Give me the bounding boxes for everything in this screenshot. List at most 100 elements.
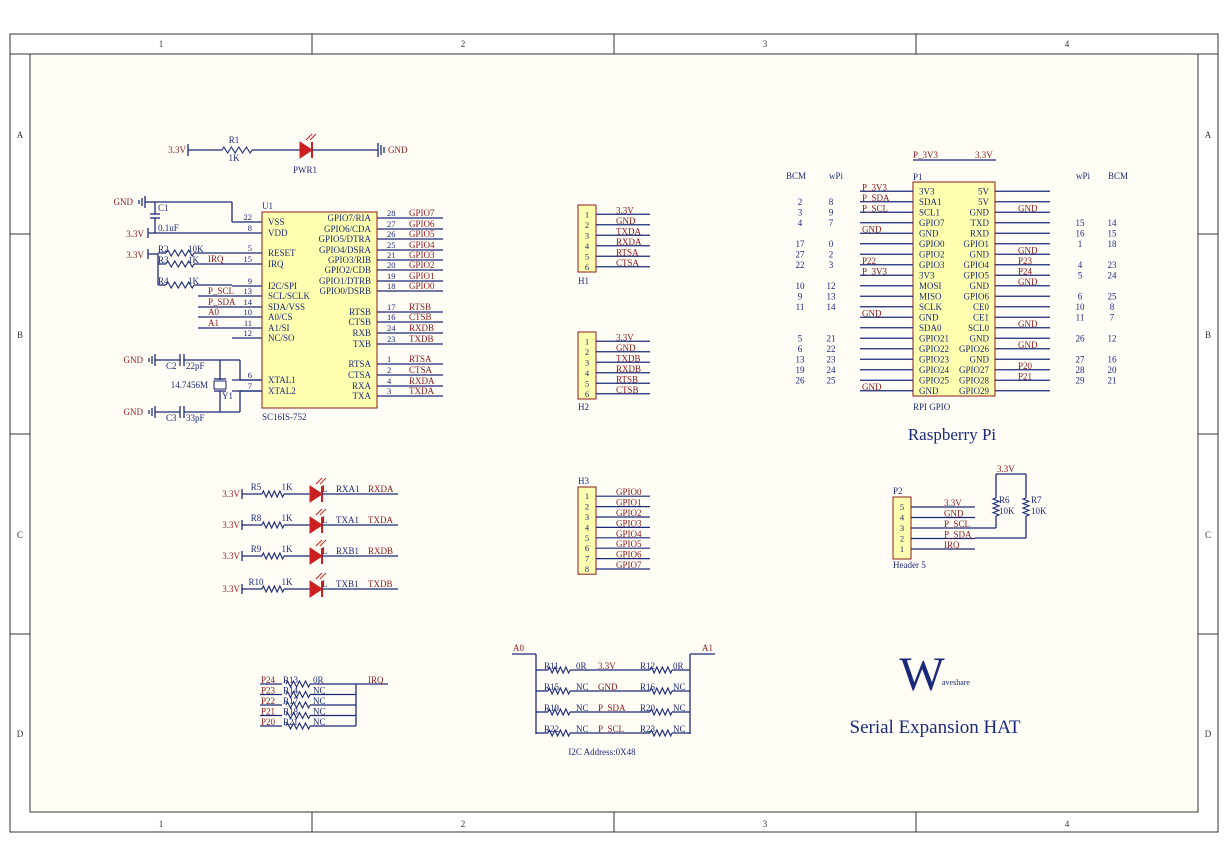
pin-number: 1 <box>900 544 904 554</box>
net-label: A0 <box>208 307 219 317</box>
pin-number: 20 <box>387 260 396 270</box>
bcm-number: 23 <box>1108 260 1118 270</box>
bcm-number: 8 <box>1110 302 1115 312</box>
pin-name: GPIO4/DSRA <box>319 245 372 255</box>
net-label: 3.3V <box>222 551 240 561</box>
wpi-number: 27 <box>1076 354 1086 364</box>
led-arrow <box>305 133 313 141</box>
net-label: P_SDA <box>944 530 972 540</box>
value-label: 14.7456M <box>171 380 208 390</box>
pin-name: 3V3 <box>919 186 935 196</box>
pin-name: GND <box>970 249 990 259</box>
pin-name: RESET <box>268 248 296 258</box>
net-label: P_SDA <box>208 297 236 307</box>
led-pin: L <box>322 484 328 494</box>
pin-number: 23 <box>387 334 396 344</box>
led-arrow <box>315 477 323 485</box>
bcm-number: 14 <box>1108 218 1118 228</box>
ref-designator: R22 <box>544 724 559 734</box>
resistor-zigzag <box>547 707 571 717</box>
bcm-number: 3 <box>798 207 803 217</box>
net-label: TXDA <box>368 515 393 525</box>
net-label: 3.3V <box>126 229 144 239</box>
pin-name: GPIO7 <box>919 218 945 228</box>
resistor-zigzag <box>649 728 673 738</box>
net-label: CTSB <box>409 312 432 322</box>
ref-designator: R21 <box>283 717 298 727</box>
net-label: RXDB <box>616 364 641 374</box>
resistor-zigzag <box>547 728 571 738</box>
wpi-number: 15 <box>1076 218 1086 228</box>
pin-number: 15 <box>244 254 253 264</box>
net-label: 3.3V <box>616 205 634 215</box>
pin-number: 6 <box>585 543 589 553</box>
pin-number: 8 <box>248 223 252 233</box>
net-label: P21 <box>1018 371 1032 381</box>
ref-designator: RXB1 <box>336 546 359 556</box>
row-marker: C <box>17 530 23 540</box>
net-label: RXDB <box>368 546 393 556</box>
wpi-number: 24 <box>827 365 837 375</box>
net-label: GPIO7 <box>409 208 435 218</box>
bcm-number: 10 <box>796 281 806 291</box>
net-label: IRQ <box>944 540 960 550</box>
pin-number: 6 <box>585 389 589 399</box>
column-marker: 3 <box>763 819 768 829</box>
pin-number: 24 <box>387 323 396 333</box>
value-label: 1K <box>229 153 241 163</box>
pin-name: GPIO3/RIB <box>328 255 371 265</box>
bcm-number: 25 <box>1108 291 1118 301</box>
ref-designator: R15 <box>544 682 560 692</box>
net-label: GPIO6 <box>409 219 435 229</box>
pin-number: 6 <box>585 262 589 272</box>
wpi-number: 2 <box>829 249 834 259</box>
pin-name: SCLK <box>919 302 943 312</box>
resistor-zigzag <box>547 686 571 696</box>
pin-number: 13 <box>244 286 253 296</box>
pin-name: GPIO22 <box>919 344 949 354</box>
bcm-number: 21 <box>1108 375 1117 385</box>
net-label: 3.3V <box>975 150 993 160</box>
pin-number: 2 <box>585 220 589 230</box>
pin-number: 1 <box>585 209 589 219</box>
bcm-number: 19 <box>796 365 806 375</box>
bcm-number: 12 <box>1108 333 1117 343</box>
pin-name: GPIO1/DTRB <box>319 276 371 286</box>
resistor-zigzag <box>285 700 311 710</box>
net-label: 3.3V <box>944 498 962 508</box>
net-label: RXDA <box>368 484 394 494</box>
value-label: NC <box>673 724 686 734</box>
pin-number: 1 <box>387 354 391 364</box>
pin-number: 22 <box>244 212 253 222</box>
resistor-zigzag <box>261 584 285 594</box>
bcm-number: 11 <box>796 302 805 312</box>
wpi-number: 10 <box>1076 302 1086 312</box>
pin-number: 3 <box>585 357 589 367</box>
net-label: CTSB <box>616 385 639 395</box>
wpi-number: 29 <box>1076 375 1086 385</box>
wpi-number: 0 <box>829 239 834 249</box>
pin-name: CTSB <box>348 317 371 327</box>
net-label: GND <box>862 308 882 318</box>
pin-name: XTAL1 <box>268 375 296 385</box>
pin-name: RXD <box>970 228 990 238</box>
resistor-zigzag <box>165 259 195 269</box>
ref-designator: R2 <box>158 244 169 254</box>
net-label: P23 <box>1018 256 1033 266</box>
value-label: NC <box>313 686 326 696</box>
net-label: CTSA <box>409 365 433 375</box>
net-label: GND <box>124 407 144 417</box>
net-label: GND <box>1018 319 1038 329</box>
pin-number: 3 <box>387 386 391 396</box>
wpi-number: 3 <box>829 260 834 270</box>
column-marker: 3 <box>763 39 768 49</box>
net-label: A0 <box>513 643 524 653</box>
row-marker: A <box>17 130 24 140</box>
led-pin: L <box>322 579 328 589</box>
pin-name: GPIO7/RIA <box>327 213 371 223</box>
pin-name: GPIO2/CDB <box>324 265 371 275</box>
net-label: GPIO3 <box>616 518 642 528</box>
pin-name: A0/CS <box>268 312 293 322</box>
